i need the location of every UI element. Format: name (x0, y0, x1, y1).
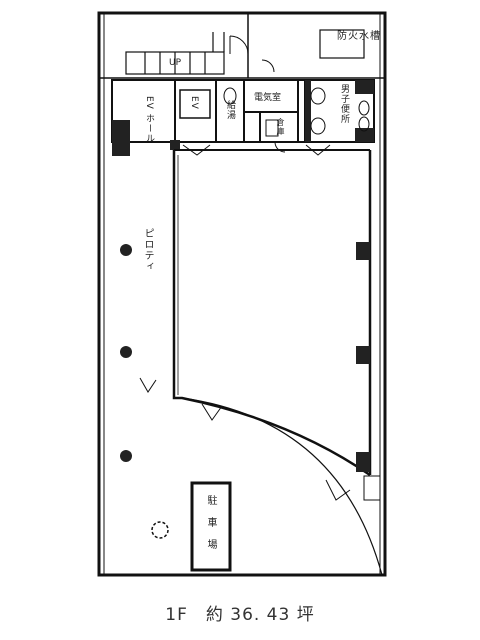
parking-label: 駐車場 (205, 495, 216, 561)
outer-arc (181, 397, 383, 576)
piloti-columns (120, 244, 132, 462)
parking-box (190, 481, 232, 572)
curved-wall-doors (139, 377, 351, 501)
wc-label: 男子便所 (339, 84, 349, 124)
piloti-label: ピロティ (142, 228, 153, 272)
denki-label: 電気室 (254, 93, 282, 103)
window-marks (356, 242, 370, 472)
kyuto-label: 給湯 (225, 100, 235, 120)
ev-hall-label: EV ホール (144, 96, 154, 144)
soko-label: 倉庫 (276, 118, 285, 136)
tank-room-label: 防火水槽 (337, 31, 381, 42)
fixtures (223, 87, 370, 137)
ring-marker (151, 521, 169, 539)
door-swing (229, 35, 275, 73)
stair-block (125, 32, 225, 75)
ev-label: EV (189, 96, 199, 110)
tank-room (247, 13, 365, 78)
floor-caption: 1F 約 36. 43 坪 (165, 605, 315, 625)
up-label: UP (169, 58, 182, 68)
core-columns (112, 80, 374, 156)
core-door-swings (182, 141, 331, 156)
elevator-shaft (179, 89, 211, 119)
lower-right-element (363, 475, 381, 501)
